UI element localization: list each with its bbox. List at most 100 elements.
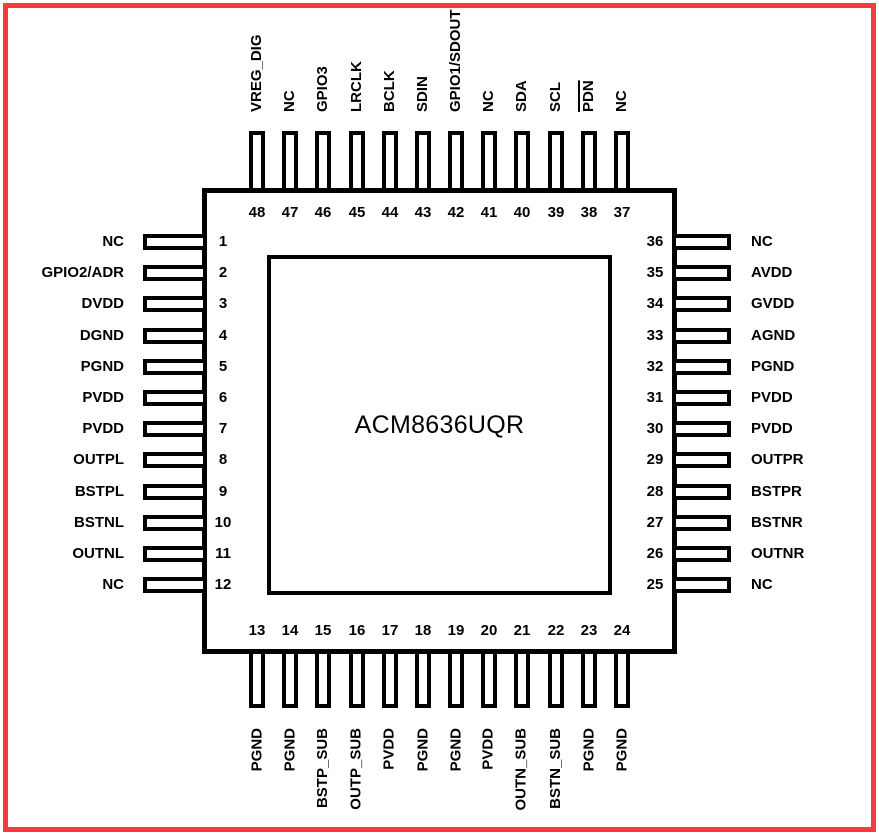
pin-rect-22 [548, 650, 564, 708]
pin-number-12: 12 [214, 576, 232, 593]
pin-label-10: BSTNL [74, 514, 124, 531]
pin-number-3: 3 [218, 295, 228, 312]
pin-number-43: 43 [414, 204, 432, 221]
pin-number-41: 41 [480, 204, 498, 221]
pin-label-13: PGND [248, 728, 265, 772]
pin-rect-29 [672, 452, 731, 468]
pin-label-7: PVDD [82, 420, 124, 437]
pin-number-6: 6 [218, 389, 228, 406]
pin-number-39: 39 [547, 204, 565, 221]
pin-number-48: 48 [248, 204, 266, 221]
pin-number-37: 37 [613, 204, 631, 221]
pin-label-27: BSTNR [751, 514, 803, 531]
pin-rect-30 [672, 421, 731, 437]
pin-number-8: 8 [218, 451, 228, 468]
pin-label-3: DVDD [81, 295, 124, 312]
pin-label-9: BSTPL [74, 483, 124, 500]
pin-label-11: OUTNL [72, 545, 124, 562]
pin-rect-6 [143, 390, 207, 406]
pin-label-24: PGND [613, 728, 630, 772]
pin-label-33: AGND [751, 327, 796, 344]
pin-label-12: NC [102, 576, 124, 593]
pin-rect-20 [481, 650, 497, 708]
pin-number-7: 7 [218, 420, 228, 437]
pin-rect-16 [349, 650, 365, 708]
pin-rect-15 [315, 650, 331, 708]
pin-rect-26 [672, 546, 731, 562]
pin-rect-44 [382, 131, 398, 192]
pin-rect-33 [672, 328, 731, 344]
pin-rect-5 [143, 359, 207, 375]
pin-number-27: 27 [646, 514, 664, 531]
pin-rect-36 [672, 234, 731, 250]
pin-label-39: SCL [547, 82, 564, 112]
pin-rect-14 [282, 650, 298, 708]
pin-label-43: SDIN [414, 76, 431, 112]
pin-label-41: NC [480, 90, 497, 112]
pin-label-37: NC [613, 90, 630, 112]
pin-label-28: BSTPR [751, 483, 802, 500]
pin-rect-21 [514, 650, 530, 708]
pin-number-22: 22 [547, 622, 565, 639]
pin-label-36: NC [751, 233, 773, 250]
chip-part-number: ACM8636UQR [354, 410, 525, 439]
pin-rect-9 [143, 484, 207, 500]
pin-label-8: OUTPL [73, 451, 124, 468]
pin-number-38: 38 [580, 204, 598, 221]
pin-number-23: 23 [580, 622, 598, 639]
pin-number-21: 21 [513, 622, 531, 639]
pin-label-22: BSTN_SUB [547, 728, 564, 809]
pin-rect-48 [249, 131, 265, 192]
pin-number-25: 25 [646, 576, 664, 593]
pin-rect-31 [672, 390, 731, 406]
pin-rect-41 [481, 131, 497, 192]
pin-rect-35 [672, 265, 731, 281]
pin-label-31: PVDD [751, 389, 793, 406]
pin-rect-11 [143, 546, 207, 562]
pin-number-10: 10 [214, 514, 232, 531]
pin-rect-46 [315, 131, 331, 192]
pin-number-46: 46 [314, 204, 332, 221]
pin-number-4: 4 [218, 327, 228, 344]
pin-number-18: 18 [414, 622, 432, 639]
pin-number-2: 2 [218, 264, 228, 281]
pin-rect-23 [581, 650, 597, 708]
pin-rect-38 [581, 131, 597, 192]
pin-label-1: NC [102, 233, 124, 250]
pin-rect-13 [249, 650, 265, 708]
pin-label-5: PGND [80, 358, 124, 375]
pin-label-25: NC [751, 576, 773, 593]
pin-rect-12 [143, 577, 207, 593]
pin-label-18: PGND [414, 728, 431, 772]
pin-number-29: 29 [646, 451, 664, 468]
pin-number-32: 32 [646, 358, 664, 375]
pin-number-17: 17 [381, 622, 399, 639]
pin-number-11: 11 [215, 545, 231, 562]
pin-number-15: 15 [314, 622, 332, 639]
pin-label-48: VREG_DIG [248, 34, 265, 112]
pin-number-30: 30 [646, 420, 664, 437]
pin-label-30: PVDD [751, 420, 793, 437]
pin-label-17: PVDD [381, 728, 398, 770]
pin-label-32: PGND [751, 358, 795, 375]
pin-rect-2 [143, 265, 207, 281]
pin-number-26: 26 [646, 545, 664, 562]
pin-label-35: AVDD [751, 264, 793, 281]
pin-label-26: OUTNR [751, 545, 805, 562]
pin-rect-3 [143, 296, 207, 312]
pin-rect-39 [548, 131, 564, 192]
pin-label-44: BCLK [381, 70, 398, 112]
pin-number-13: 13 [248, 622, 266, 639]
pin-label-46: GPIO3 [314, 66, 331, 112]
pin-number-44: 44 [381, 204, 399, 221]
pin-number-47: 47 [281, 204, 299, 221]
pin-number-36: 36 [646, 233, 664, 250]
pin-label-14: PGND [281, 728, 298, 772]
pin-number-33: 33 [646, 327, 664, 344]
pin-label-40: SDA [513, 80, 530, 112]
pin-number-35: 35 [646, 264, 664, 281]
pin-number-42: 42 [447, 204, 465, 221]
pin-rect-8 [143, 452, 207, 468]
pin-rect-24 [614, 650, 630, 708]
pin-label-45: LRCLK [348, 61, 365, 112]
